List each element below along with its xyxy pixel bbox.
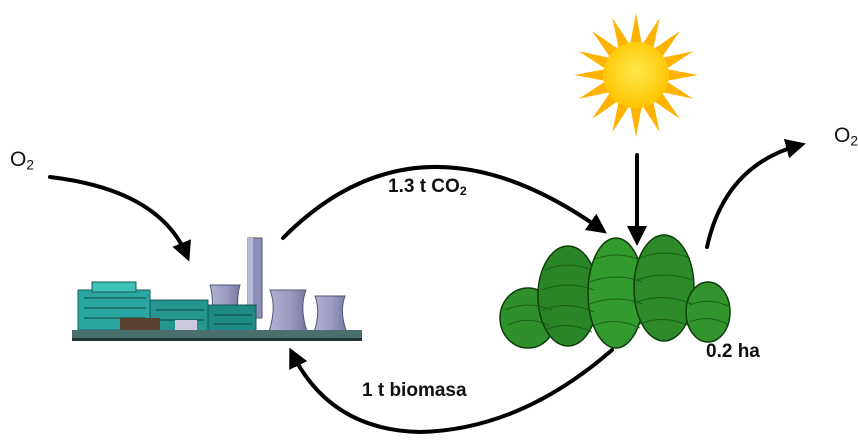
o2-output-label: O2 [834,124,858,148]
sun-icon [574,13,698,137]
o2-output-subscript: 2 [850,133,858,149]
forest-icon [499,234,731,349]
o2-input-label: O2 [10,148,34,172]
co2-flow-subscript: 2 [459,184,467,199]
arrows [48,138,806,435]
o2-input-text: O [10,148,27,171]
co2-flow-label: 1.3 t CO2 [388,176,467,198]
co2-flow-text: 1.3 t CO [388,176,460,197]
power-plant-icon [72,237,362,341]
o2-output-text: O [834,124,851,147]
biomass-arrow [289,347,614,435]
o2-output-arrow [705,138,806,249]
forest-area-label: 0.2 ha [706,341,760,362]
co2-arrow [281,165,607,240]
o2-input-subscript: 2 [26,157,34,173]
biomass-flow-label: 1 t biomasa [362,380,467,401]
o2-input-arrow [48,175,191,262]
